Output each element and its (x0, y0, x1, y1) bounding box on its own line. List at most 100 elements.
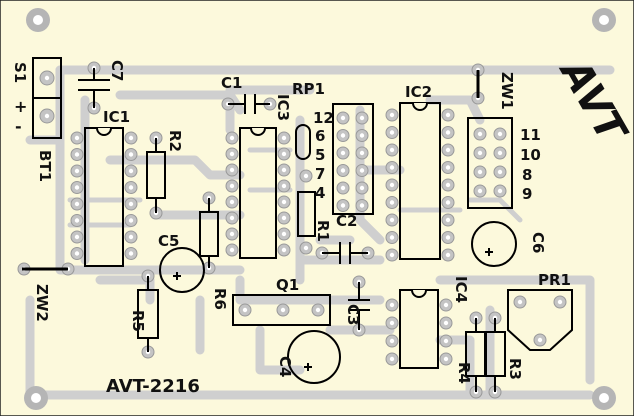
pad (473, 127, 487, 141)
pad (355, 111, 369, 125)
pad (124, 164, 138, 178)
pad (299, 169, 313, 183)
board-title: AVT-2216 (106, 376, 200, 397)
pad (277, 195, 291, 209)
pad (355, 199, 369, 212)
label-zw1: ZW1 (498, 72, 516, 110)
pad (493, 127, 507, 141)
pad (355, 146, 369, 160)
pad (277, 131, 291, 145)
pad (473, 165, 487, 179)
pad (124, 181, 138, 194)
pad (439, 352, 453, 366)
label-ic1: IC1 (103, 108, 130, 126)
component-outlines (22, 57, 573, 392)
pad (385, 316, 399, 330)
pad (70, 230, 84, 244)
pad (277, 179, 291, 193)
pad (441, 161, 455, 174)
connector-right-outline (467, 117, 513, 209)
pad (441, 126, 455, 139)
pad (276, 303, 290, 317)
pad (277, 211, 291, 225)
pad (70, 148, 84, 161)
connector-number-11: 11 (520, 126, 541, 144)
pad (355, 129, 369, 142)
label-ic3: IC3 (274, 94, 292, 121)
connector-number-10: 10 (520, 146, 541, 164)
label-r5: R5 (129, 310, 147, 332)
pad (385, 161, 399, 174)
pad (336, 129, 350, 142)
c6-outline (471, 221, 517, 267)
mounting-hole (592, 8, 616, 32)
label-c2: C2 (336, 212, 357, 230)
connector-number-5: 5 (315, 146, 325, 164)
pad (533, 333, 547, 347)
c5-outline (159, 247, 205, 293)
pad (441, 108, 455, 122)
pad (70, 164, 84, 178)
q1-outline (232, 294, 331, 326)
pad (277, 163, 291, 177)
pad (336, 146, 350, 160)
pad (124, 230, 138, 244)
pad (70, 247, 84, 260)
pad (336, 111, 350, 125)
pad (439, 298, 453, 312)
pad (225, 211, 239, 225)
mounting-holes (24, 8, 616, 410)
pad (385, 248, 399, 262)
label-pr1: PR1 (538, 271, 571, 289)
pad (441, 196, 455, 209)
pad (441, 248, 455, 262)
mounting-hole (24, 386, 48, 410)
pad (385, 126, 399, 139)
pad (385, 178, 399, 192)
label-r3: R3 (506, 358, 524, 380)
label-r6: R6 (211, 288, 229, 310)
pad (277, 147, 291, 161)
pr1-outline (507, 289, 573, 351)
label-c3: C3 (344, 304, 362, 325)
pad (441, 213, 455, 227)
pad (70, 181, 84, 194)
pad (39, 108, 55, 124)
label-c7: C7 (108, 60, 126, 81)
r1-outline (297, 191, 316, 237)
mounting-hole (26, 8, 50, 32)
mounting-hole (592, 386, 616, 410)
pad (493, 184, 507, 198)
pad (473, 146, 487, 160)
pad (385, 213, 399, 227)
label-r1: R1 (314, 220, 332, 242)
pad (355, 181, 369, 195)
pad (385, 334, 399, 348)
label-c6: C6 (529, 232, 547, 253)
label-c1: C1 (221, 74, 242, 92)
pad (311, 303, 325, 317)
connector-number-4: 4 (315, 184, 325, 202)
pad (39, 70, 55, 86)
connector-number-9: 9 (522, 185, 532, 203)
pad (473, 184, 487, 198)
pad (439, 316, 453, 330)
pad (493, 165, 507, 179)
label-ic2: IC2 (405, 83, 432, 101)
pad (225, 243, 239, 257)
pad (299, 241, 313, 255)
pad (553, 295, 567, 309)
pad (385, 231, 399, 244)
pad (124, 214, 138, 227)
pad (513, 295, 527, 309)
pad (238, 303, 252, 317)
pad (385, 352, 399, 366)
pad (225, 131, 239, 145)
pad (225, 163, 239, 177)
label-c4: C4 (276, 356, 294, 377)
pad (385, 298, 399, 312)
pad (336, 199, 350, 212)
pad (70, 197, 84, 211)
connector-left-outline (332, 103, 374, 215)
label-rp1: RP1 (292, 80, 325, 98)
